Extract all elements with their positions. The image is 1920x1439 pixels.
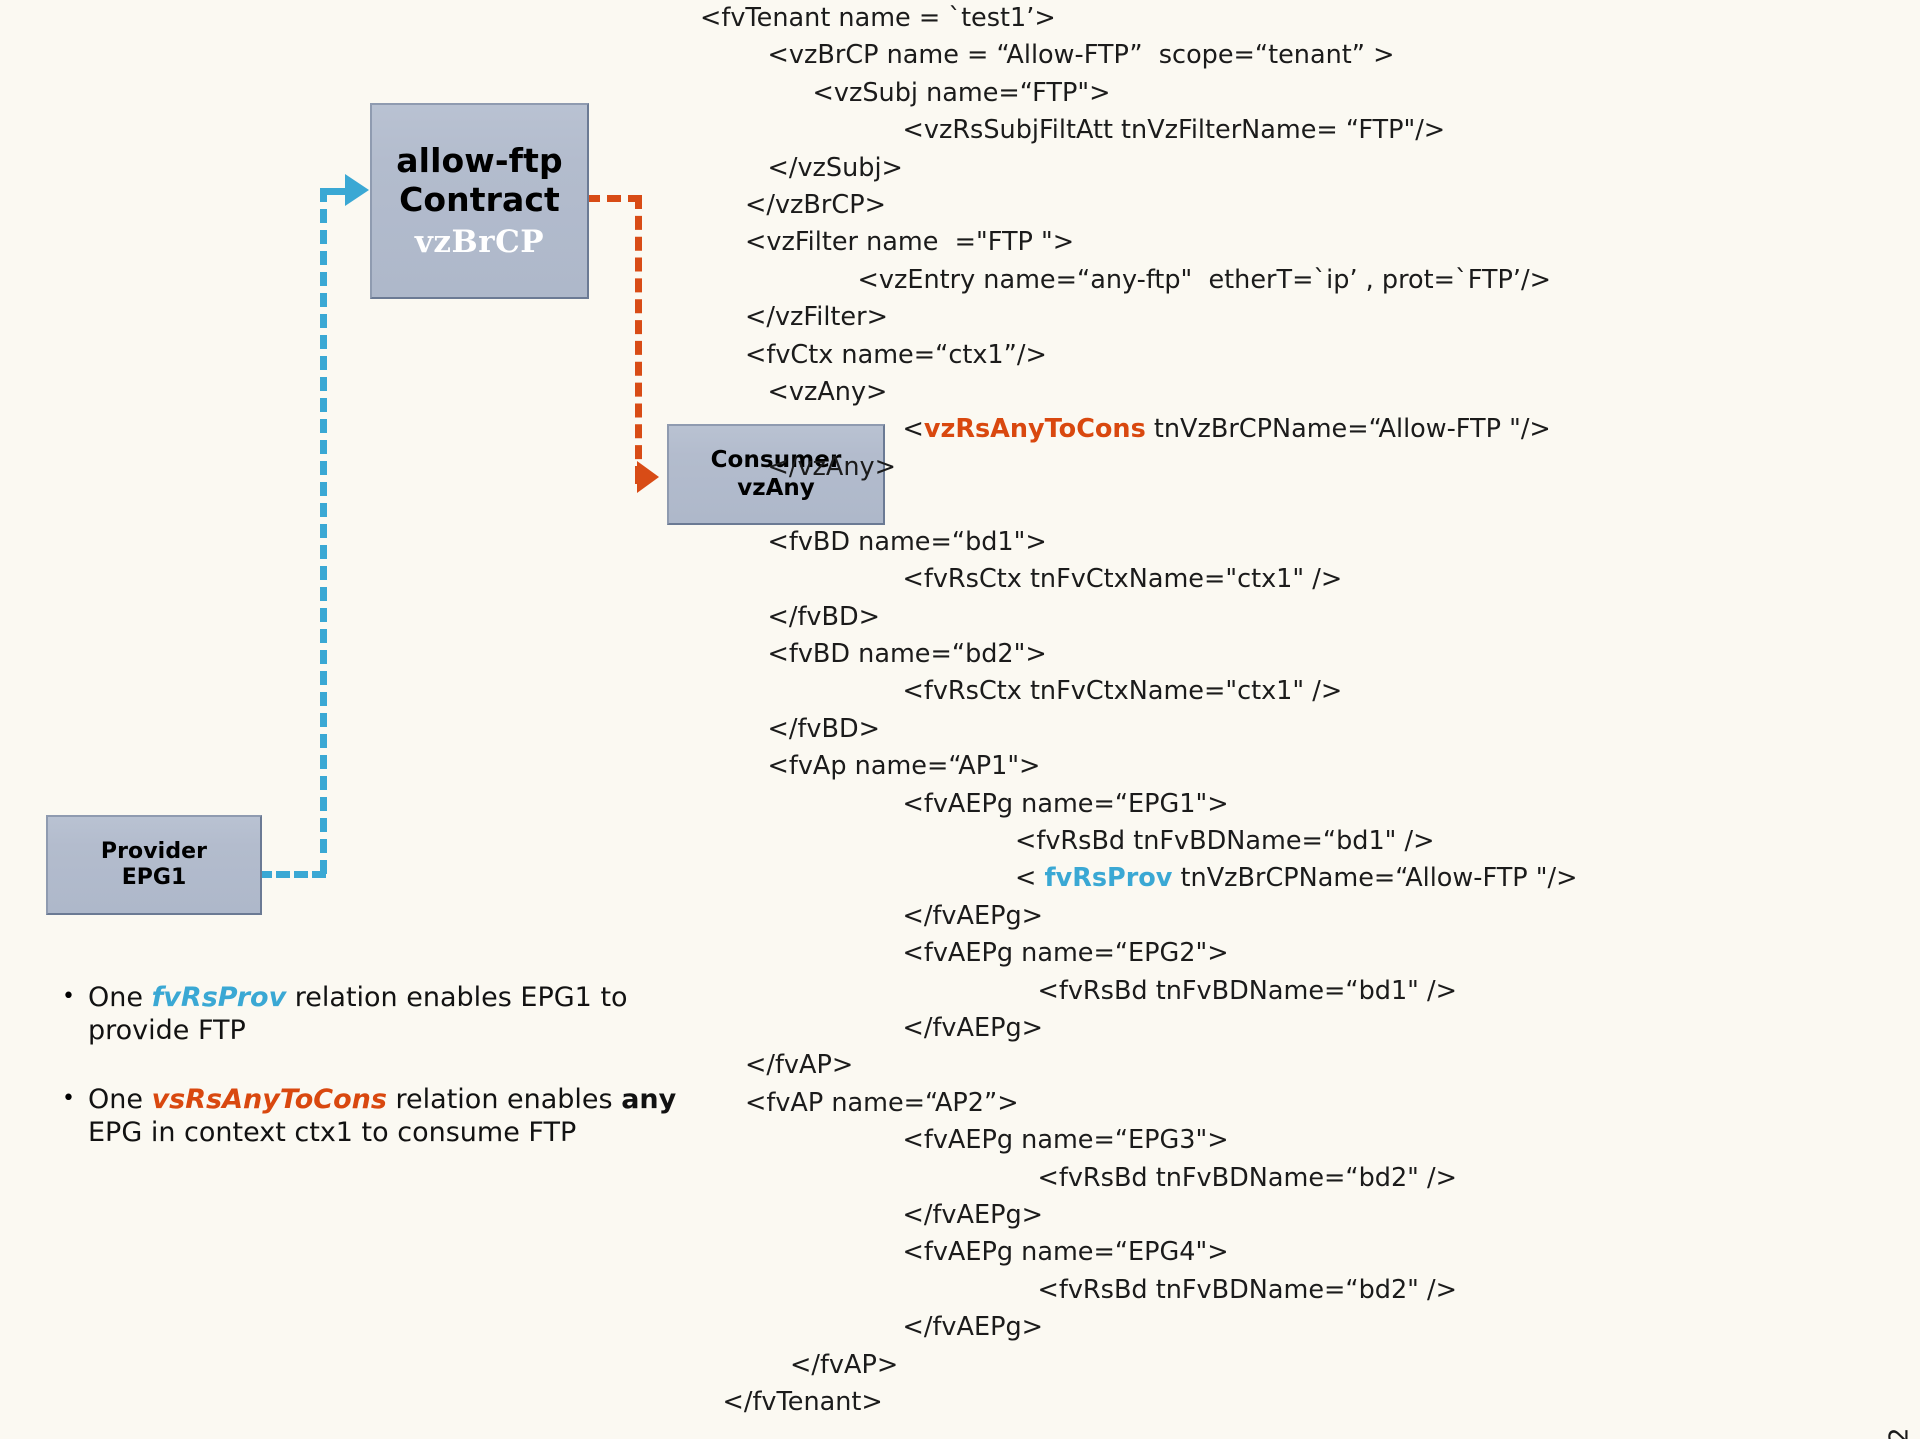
xml-code-line: <vzBrCP name = “Allow-FTP” scope=“tenant… (767, 40, 1395, 71)
xml-code-line: <vzFilter name ="FTP "> (745, 227, 1075, 258)
bullet-marker-icon: • (62, 984, 75, 1009)
provider-link-arrowhead (345, 174, 369, 206)
xml-code-line: </fvAP> (790, 1349, 899, 1380)
consumer-link-horizontal-upper (586, 195, 642, 202)
xml-code-line: </fvAEPg> (902, 1312, 1044, 1343)
xml-code-line: <fvTenant name = `test1’> (700, 3, 1056, 33)
xml-code-line: </vzFilter> (745, 302, 888, 333)
provider-node-title-line2: EPG1 (121, 865, 187, 890)
xml-code-line: <vzRsSubjFiltAtt tnVzFilterName= “FTP"/> (902, 115, 1446, 146)
xml-code-line: <vzSubj name=“FTP"> (812, 77, 1111, 108)
consumer-node-title-line1: Consumer (710, 447, 842, 474)
xml-code-line: <fvAp name=“AP1"> (767, 751, 1041, 782)
xml-code-line: </fvAEPg> (902, 1200, 1044, 1230)
xml-code-line: <fvAP name=“AP2”> (745, 1087, 1019, 1118)
contract-node-title-line1: allow-ftp (396, 140, 563, 180)
bullet-emphasis-orange: vsRsAnyToCons (151, 1083, 387, 1115)
consumer-node-title-line2: vzAny (737, 474, 815, 501)
explanation-bullet-list: • One fvRsProv relation enables EPG1 to p… (62, 982, 722, 1186)
xml-code-line: <fvRsBd tnFvBDName=“bd2" /> (1037, 1162, 1457, 1193)
xml-code-line: </fvBD> (767, 713, 881, 744)
xml-code-line: <fvBD name=“bd2"> (767, 638, 1047, 669)
xml-code-line (700, 486, 1915, 523)
xml-code-line: </fvTenant> (722, 1387, 883, 1418)
xml-code-line: </vzBrCP> (745, 190, 886, 221)
bullet-emphasis-blue: fvRsProv (151, 982, 287, 1013)
xml-code-line: </fvBD> (767, 601, 881, 632)
xml-code-line: <fvAEPg name=“EPG3"> (902, 1125, 1229, 1156)
bullet-segment: EPG in context ctx1 to consume FTP (88, 1116, 577, 1148)
contract-node-title-line2: Contract (399, 179, 560, 219)
bullet-emphasis-bold: any (621, 1083, 677, 1115)
xml-code-line: </fvAP> (745, 1050, 854, 1081)
consumer-node[interactable]: Consumer vzAny (667, 424, 885, 525)
bullet-segment: One (88, 982, 152, 1013)
bullet-item: • One vsRsAnyToCons relation enables any … (62, 1084, 722, 1150)
xml-code-line: </vzSubj> (767, 152, 903, 183)
figure-id-watermark: 349492 (1884, 1427, 1914, 1439)
xml-code-line: <vzRsAnyToCons tnVzBrCPName=“Allow-FTP "… (700, 411, 1915, 448)
contract-node[interactable]: allow-ftp Contract vzBrCP (370, 103, 589, 299)
xml-token: tnVzBrCPName=“Allow-FTP "/> (1172, 863, 1578, 894)
consumer-link-arrowhead (637, 461, 659, 493)
bullet-text: One vsRsAnyToCons relation enables any E… (88, 1084, 722, 1150)
provider-node[interactable]: Provider EPG1 (46, 815, 262, 915)
xml-token: tnVzBrCPName=“Allow-FTP "/> (1145, 414, 1551, 445)
provider-node-title-line1: Provider (100, 839, 208, 865)
xml-token: < (1015, 863, 1045, 894)
xml-code-line: <fvAEPg name=“EPG2"> (902, 938, 1229, 969)
xml-code-line: <fvCtx name=“ctx1”/> (745, 339, 1047, 370)
xml-code-line: <fvAEPg name=“EPG4"> (902, 1237, 1229, 1268)
xml-code-line: <fvRsCtx tnFvCtxName="ctx1" /> (902, 676, 1343, 707)
xml-code-line: </vzAny> (767, 451, 897, 482)
bullet-item: • One fvRsProv relation enables EPG1 to p… (62, 982, 722, 1048)
contract-node-class: vzBrCP (414, 223, 545, 260)
xml-token: < (902, 414, 924, 445)
bullet-marker-icon: • (62, 1085, 75, 1111)
xml-code-line: <fvBD name=“bd1"> (767, 526, 1047, 557)
bullet-segment: relation enables (386, 1083, 622, 1115)
consumer-link-vertical (635, 195, 642, 480)
xml-code-line: <fvRsCtx tnFvCtxName="ctx1" /> (902, 564, 1343, 595)
xml-highlighted-token: vzRsAnyToCons (923, 414, 1146, 445)
xml-code-line: <fvRsBd tnFvBDName=“bd2" /> (1037, 1274, 1457, 1305)
xml-code-line: <fvRsBd tnFvBDName=“bd1" /> (1037, 975, 1457, 1006)
xml-code-listing: <fvTenant name = `test1’> <vzBrCP name = … (700, 0, 1915, 1421)
xml-code-line: <vzEntry name=“any-ftp" etherT=`ip’ , pr… (857, 264, 1551, 295)
xml-code-line: </fvAEPg> (902, 900, 1044, 931)
xml-code-line: <vzAny> (767, 377, 888, 408)
provider-link-horizontal-lower (258, 871, 326, 878)
bullet-segment: One (88, 1083, 152, 1115)
bullet-text: One fvRsProv relation enables EPG1 to pr… (88, 982, 722, 1048)
xml-code-line: </fvAEPg> (902, 1012, 1044, 1043)
xml-code-line: < fvRsProv tnVzBrCPName=“Allow-FTP "/> (700, 860, 1915, 897)
provider-link-vertical (320, 188, 327, 874)
xml-code-line: <fvAEPg name=“EPG1"> (902, 788, 1229, 819)
provider-link-horizontal-upper (320, 188, 345, 195)
bullet-segment: relation enables EPG1 to provide FTP (88, 982, 628, 1046)
xml-highlighted-token: fvRsProv (1044, 863, 1173, 894)
xml-code-line: <fvRsBd tnFvBDName=“bd1" /> (1015, 825, 1435, 856)
